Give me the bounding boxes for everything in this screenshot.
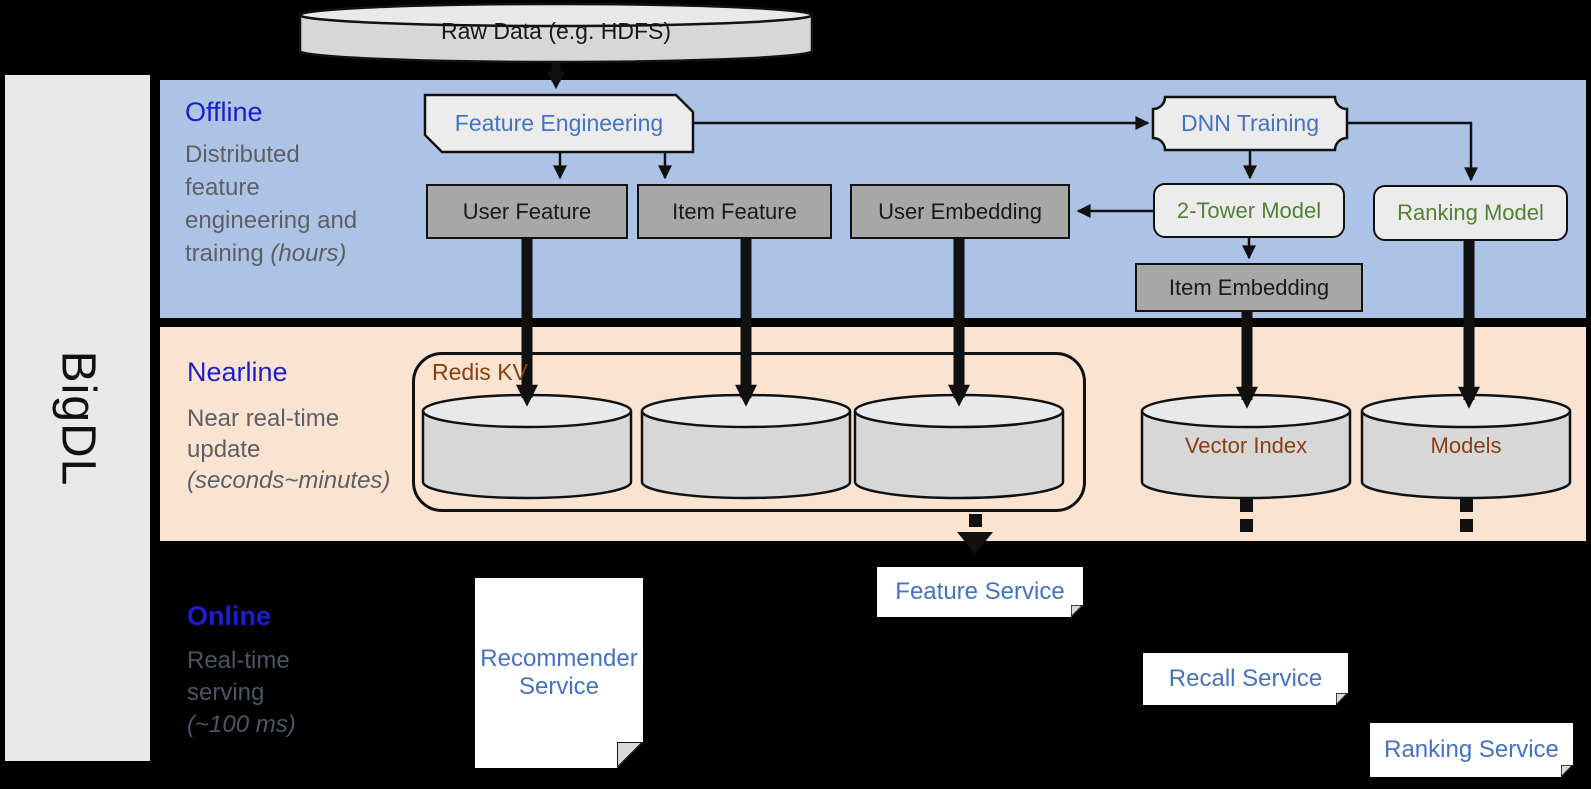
folded-corner-icon: [1071, 605, 1083, 617]
offline-section-description: Distributed feature engineering and trai…: [185, 141, 358, 267]
raw-data-label: Raw Data (e.g. HDFS): [440, 18, 672, 44]
offline-section-title: Offline: [185, 97, 263, 127]
folded-corner-icon: [617, 742, 643, 768]
feature-service-node: Feature Service: [877, 567, 1083, 617]
bigdl-sidebar: BigDL: [5, 75, 150, 761]
models-label: Models: [1430, 433, 1502, 458]
recommender-service-node: Recommender Service: [475, 578, 643, 768]
folded-corner-icon: [1561, 765, 1573, 777]
item-embedding-node: Item Embedding: [1135, 263, 1363, 312]
feature-engineering-node: Feature Engineering: [454, 110, 664, 136]
nearline-section-description: Near real-time update (seconds~minutes): [187, 405, 391, 494]
redis-kv-group-label: Redis KV: [432, 359, 528, 385]
nearline-section-title: Nearline: [187, 357, 288, 387]
user-feature-node: User Feature: [426, 184, 628, 239]
ranking-service-node: Ranking Service: [1370, 723, 1573, 777]
ranking-model-node: Ranking Model: [1373, 185, 1568, 241]
folded-corner-icon: [1336, 693, 1348, 705]
user-embedding-node: User Embedding: [850, 184, 1070, 239]
recall-service-node: Recall Service: [1143, 653, 1348, 705]
dnn-training-node: DNN Training: [1180, 110, 1320, 136]
online-section-title: Online: [187, 601, 272, 631]
vector-index-label: Vector Index: [1184, 433, 1308, 458]
bigdl-brand-label: BigDL: [50, 350, 104, 486]
item-feature-node: Item Feature: [637, 184, 832, 239]
two-tower-model-node: 2-Tower Model: [1153, 183, 1345, 238]
online-section-description: Real-time serving (~100 ms): [187, 647, 296, 738]
